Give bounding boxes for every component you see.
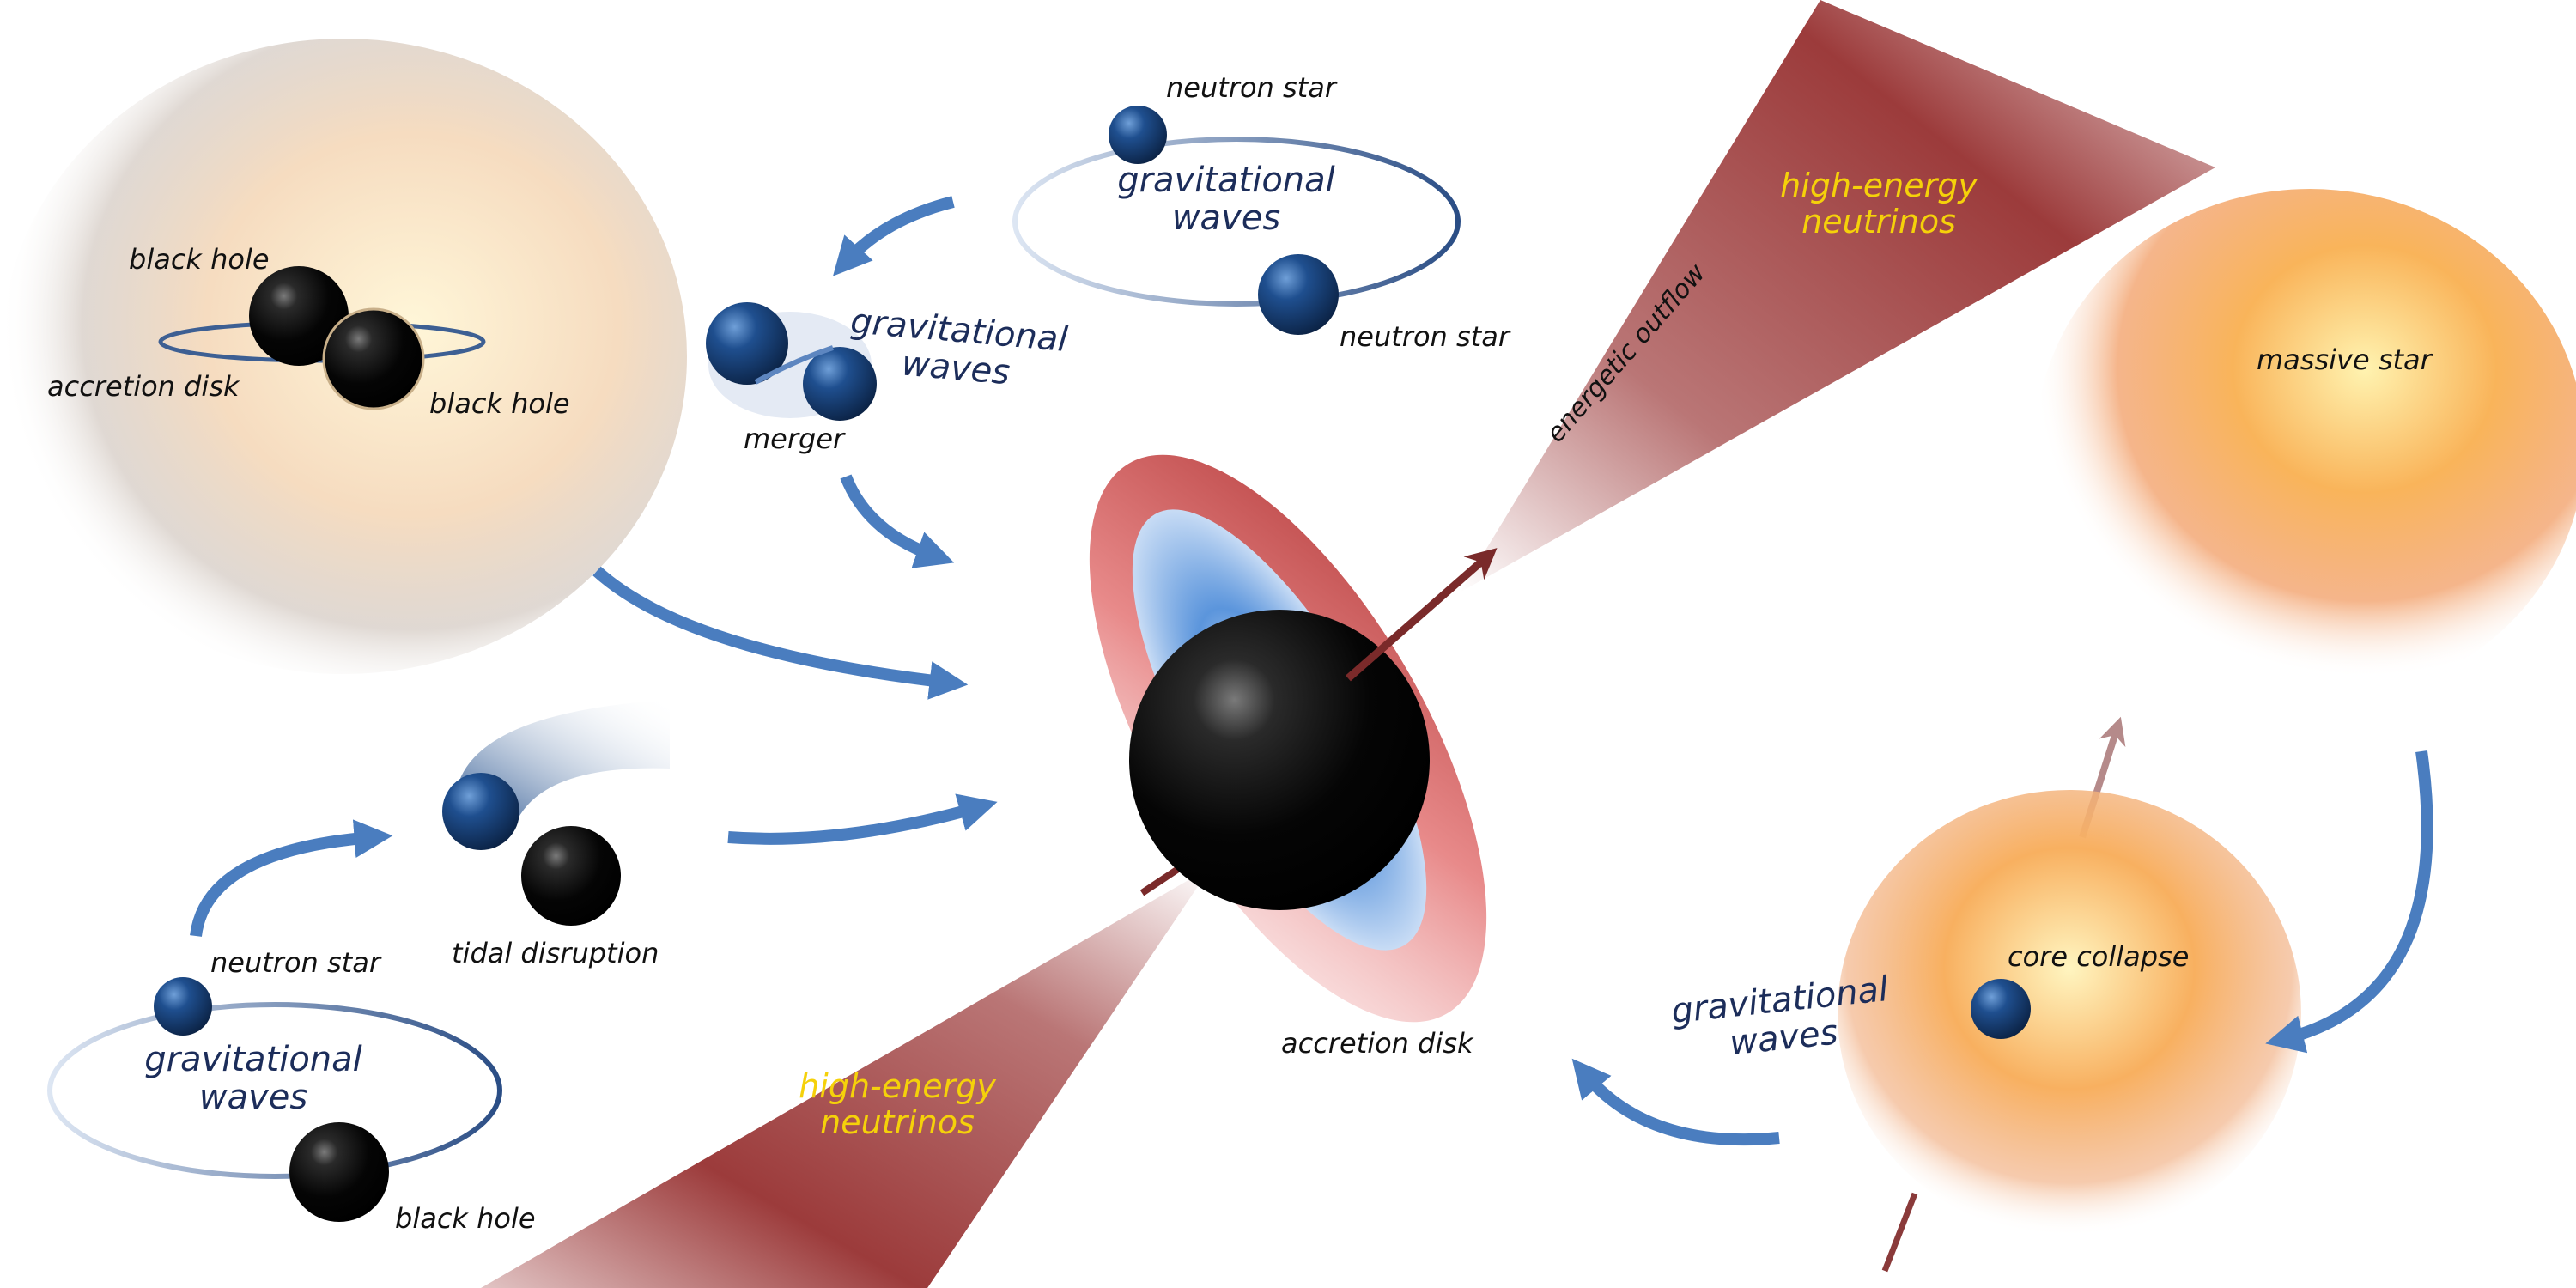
neutron-star-icon <box>706 302 788 385</box>
neutron-star-icon <box>154 977 212 1036</box>
label-core-collapse: core collapse <box>2008 940 2190 973</box>
label-black-hole-bottom: black hole <box>395 1202 536 1235</box>
outflow-arrow <box>1346 548 1498 682</box>
flow-arrow <box>1571 1058 1780 1146</box>
flow-arrow <box>727 793 998 845</box>
label-neutrinos-top: high-energy neutrinos <box>1780 167 1978 240</box>
label-black-hole-1: black hole <box>129 243 270 276</box>
central-black-hole-icon <box>1129 610 1430 910</box>
label-gravitational-waves-merger: gravitational waves <box>848 301 1070 393</box>
label-neutron-star-bottom: neutron star <box>210 946 380 979</box>
label-merger: merger <box>744 422 845 455</box>
black-hole-icon <box>521 826 621 926</box>
flow-arrow <box>840 474 955 568</box>
label-tidal-disruption: tidal disruption <box>452 937 659 969</box>
label-massive-star: massive star <box>2257 343 2432 376</box>
label-neutrinos-bottom: high-energy neutrinos <box>799 1067 996 1141</box>
label-accretion-disk-binary: accretion disk <box>47 370 240 403</box>
label-neutron-star-top: neutron star <box>1166 71 1336 104</box>
black-hole-icon <box>322 307 425 410</box>
flow-arrow <box>2265 750 2433 1054</box>
neutron-star-icon <box>442 773 519 850</box>
neutron-star-icon <box>803 347 877 421</box>
central-system <box>1089 454 1498 1023</box>
flow-arrow <box>833 196 955 276</box>
label-gravitational-waves-right: gravitational waves <box>1669 969 1891 1064</box>
flow-arrow <box>190 819 393 938</box>
label-energetic-outflow: energetic outflow <box>1540 258 1712 449</box>
neutron-star-icon <box>1258 254 1339 335</box>
label-accretion-disk-central: accretion disk <box>1281 1027 1473 1060</box>
merger-bridge <box>754 345 834 385</box>
orbit-ring-top <box>1012 137 1461 307</box>
neutron-star-icon <box>1971 979 2031 1039</box>
neutrino-cone-top <box>1460 0 2215 592</box>
neutrino-cone-bottom <box>481 867 1211 1288</box>
label-neutron-star-top-2: neutron star <box>1340 320 1510 353</box>
core-collapse-star-icon <box>1838 790 2301 1236</box>
flow-arrow <box>592 566 969 700</box>
label-gravitational-waves-top: gravitational waves <box>1117 161 1335 238</box>
black-hole-icon <box>289 1122 389 1222</box>
massive-star-icon <box>2035 189 2576 704</box>
label-black-hole-2: black hole <box>429 387 570 420</box>
neutron-star-icon <box>1109 106 1167 164</box>
label-gravitational-waves-bottom: gravitational waves <box>144 1040 362 1117</box>
orbit-ring-bottom <box>47 1002 502 1179</box>
black-hole-icon <box>249 266 349 366</box>
collapse-axis-lower <box>1881 1192 1918 1273</box>
